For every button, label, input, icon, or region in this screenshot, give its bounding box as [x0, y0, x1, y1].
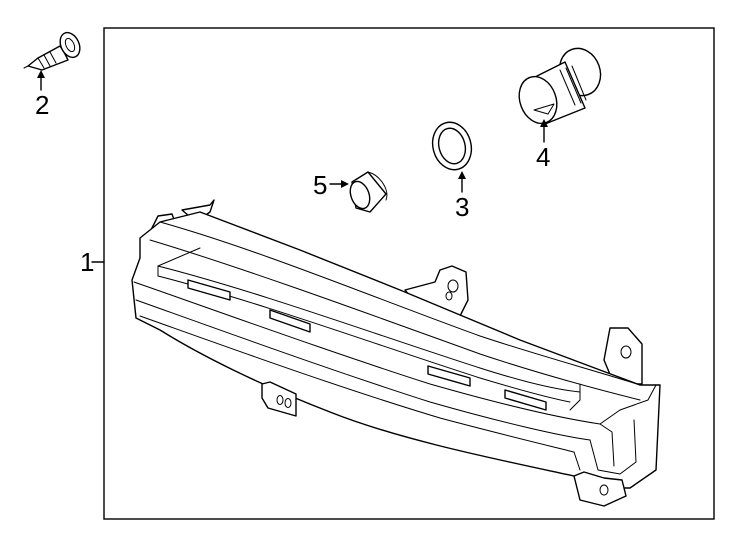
arrowhead-3-icon — [458, 171, 466, 179]
arrowhead-5-icon — [341, 180, 349, 188]
arrowhead-4-icon — [540, 119, 548, 127]
arrowhead-2-icon — [37, 70, 45, 78]
lamp-assembly-part-icon — [131, 199, 661, 507]
bulb-part-icon — [349, 171, 388, 213]
screw-part-icon — [23, 31, 81, 71]
assembly-frame — [103, 27, 715, 520]
gasket-part-icon — [431, 121, 473, 171]
socket-part-icon — [518, 47, 602, 125]
callout-2: 2 — [35, 90, 49, 120]
callout-5: 5 — [313, 170, 327, 200]
callout-3: 3 — [455, 192, 469, 222]
callout-4: 4 — [536, 142, 550, 172]
callout-1: 1 — [80, 247, 94, 277]
